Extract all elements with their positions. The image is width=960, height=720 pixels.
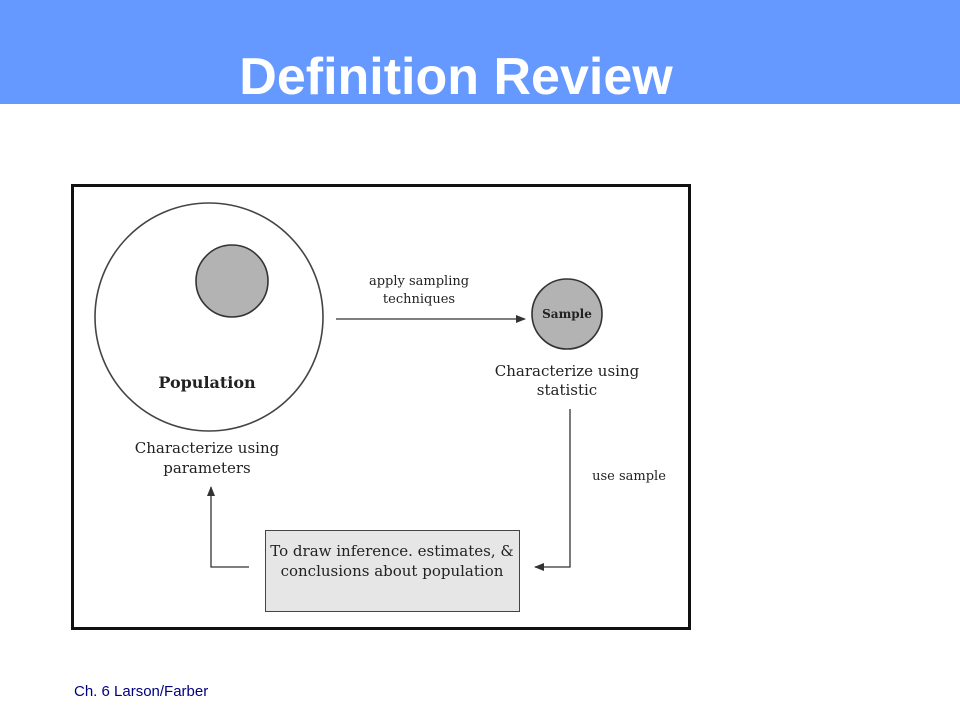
footer-citation: Ch. 6 Larson/Farber: [74, 683, 209, 700]
inference-box: To draw inference. estimates, & conclusi…: [265, 530, 520, 612]
slide-title: Definition Review: [239, 47, 673, 106]
population-subset-circle: [195, 244, 269, 318]
inference-to-parameters-arrow: [207, 486, 249, 568]
population-label: Population: [158, 373, 256, 392]
use-sample-label: use sample: [592, 469, 666, 484]
population-circle: [94, 202, 324, 432]
use-sample-arrow: [534, 409, 571, 571]
sample-circle: [531, 278, 603, 350]
sample-label: Sample: [542, 307, 592, 321]
characterize-statistic-label: Characterize using statistic: [494, 362, 640, 399]
apply-sampling-label: apply sampling techniques: [368, 274, 470, 307]
diagram-graphics: [94, 202, 603, 571]
title-bar: Definition Review: [0, 0, 960, 106]
sampling-diagram: Population Sample apply sampling techniq…: [71, 184, 691, 630]
characterize-parameters-label: Characterize using parameters: [134, 439, 280, 477]
inference-label: To draw inference. estimates, & conclusi…: [270, 542, 514, 580]
